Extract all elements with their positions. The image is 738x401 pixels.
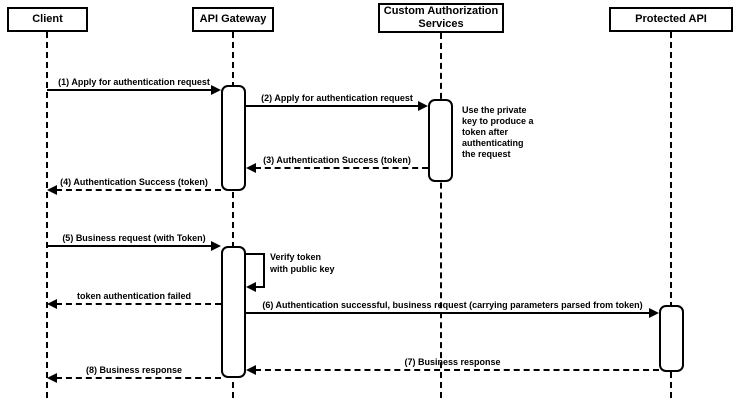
message-6-line bbox=[246, 312, 650, 314]
message-6-arrowhead bbox=[649, 308, 659, 318]
self-message-vertical-line bbox=[263, 253, 265, 288]
message-token-failed-line bbox=[56, 303, 221, 305]
message-1-line bbox=[47, 89, 212, 91]
lifeline-protected-api bbox=[670, 32, 672, 398]
message-5-label: (5) Business request (with Token) bbox=[62, 233, 206, 243]
message-2-line bbox=[246, 105, 419, 107]
message-4-line bbox=[56, 189, 221, 191]
message-5-arrowhead bbox=[211, 241, 221, 251]
message-3-line bbox=[255, 167, 428, 169]
message-5-line bbox=[47, 245, 212, 247]
message-8-line bbox=[56, 377, 221, 379]
activation-custom-authorization-services bbox=[428, 99, 453, 182]
message-2-label: (2) Apply for authentication request bbox=[261, 93, 413, 103]
message-6-label: (6) Authentication successful, business … bbox=[262, 300, 643, 310]
message-8-arrowhead bbox=[47, 373, 57, 383]
actor-box-client: Client bbox=[7, 7, 88, 32]
activation-api-gateway-auth bbox=[221, 85, 246, 191]
message-7-label: (7) Business response bbox=[404, 357, 501, 367]
message-4-label: (4) Authentication Success (token) bbox=[60, 177, 208, 187]
lifeline-custom-authorization-services bbox=[440, 33, 442, 398]
message-4-arrowhead bbox=[47, 185, 57, 195]
self-message-arrowhead bbox=[246, 282, 256, 292]
actor-label-api-gateway: API Gateway bbox=[199, 13, 267, 25]
message-1-arrowhead bbox=[211, 85, 221, 95]
message-1-label: (1) Apply for authentication request bbox=[58, 77, 210, 87]
actor-box-api-gateway: API Gateway bbox=[192, 7, 274, 32]
actor-box-custom-authorization-services: Custom Authorization Services bbox=[378, 3, 504, 33]
note-private-key: Use the private key to produce a token a… bbox=[462, 105, 534, 159]
message-3-label: (3) Authentication Success (token) bbox=[263, 155, 411, 165]
self-message-bottom-line bbox=[256, 286, 265, 288]
lifeline-api-gateway bbox=[232, 32, 234, 398]
message-3-arrowhead bbox=[246, 163, 256, 173]
message-7-line bbox=[255, 369, 659, 371]
actor-box-protected-api: Protected API bbox=[609, 7, 733, 32]
message-8-label: (8) Business response bbox=[85, 365, 183, 375]
message-2-arrowhead bbox=[418, 101, 428, 111]
actor-label-protected-api: Protected API bbox=[635, 13, 707, 25]
lifeline-client bbox=[46, 32, 48, 398]
self-message-label: Verify token with public key bbox=[270, 252, 335, 274]
activation-protected-api bbox=[659, 305, 684, 372]
message-token-failed-label: token authentication failed bbox=[76, 291, 191, 301]
message-7-arrowhead bbox=[246, 365, 256, 375]
actor-label-client: Client bbox=[32, 13, 63, 25]
actor-label-custom-authorization-services: Custom Authorization Services bbox=[383, 5, 499, 30]
self-message-top-line bbox=[246, 253, 265, 255]
activation-api-gateway-business bbox=[221, 246, 246, 378]
message-token-failed-arrowhead bbox=[47, 299, 57, 309]
